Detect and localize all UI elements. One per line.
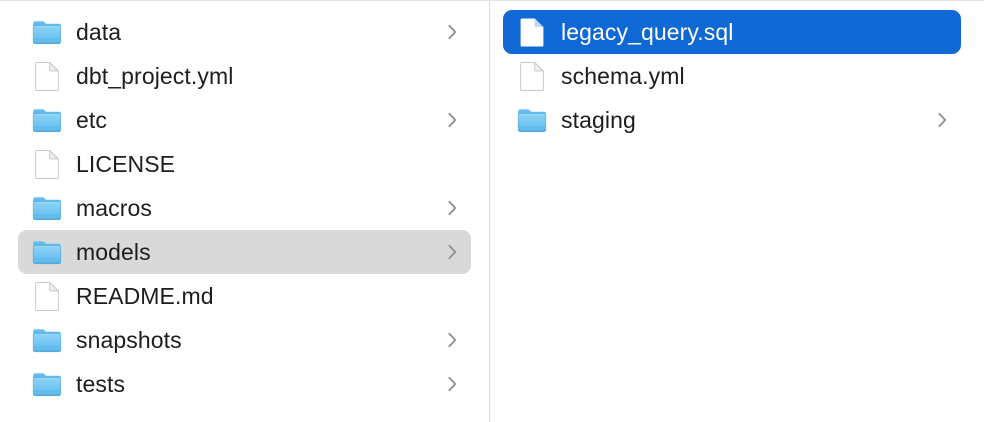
file-browser-column-child: legacy_query.sql schema.yml staging [490, 1, 983, 422]
file-list-item[interactable]: snapshots [18, 318, 471, 362]
file-list-item-label: tests [76, 371, 126, 397]
file-list-item-label: README.md [76, 283, 214, 309]
folder-icon [32, 370, 62, 398]
file-list-item-label: dbt_project.yml [76, 63, 234, 89]
file-list-item[interactable]: README.md [18, 274, 471, 318]
file-list-item[interactable]: data [18, 10, 471, 54]
file-list-item[interactable]: tests [18, 362, 471, 406]
chevron-right-icon [448, 244, 457, 260]
file-list-item-label: models [76, 239, 151, 265]
file-list-item[interactable]: macros [18, 186, 471, 230]
document-icon [32, 62, 62, 91]
file-list-item[interactable]: LICENSE [18, 142, 471, 186]
file-list-item[interactable]: models [18, 230, 471, 274]
file-list-item[interactable]: staging [503, 98, 961, 142]
folder-icon [32, 106, 62, 134]
file-list-item-label: staging [561, 107, 636, 133]
file-list-item[interactable]: legacy_query.sql [503, 10, 961, 54]
document-icon [517, 18, 547, 47]
file-list-item-label: etc [76, 107, 107, 133]
chevron-right-icon [448, 376, 457, 392]
document-icon [32, 150, 62, 179]
file-list-item-label: schema.yml [561, 63, 685, 89]
file-list-item-label: macros [76, 195, 153, 221]
file-list-item-label: LICENSE [76, 151, 176, 177]
chevron-right-icon [448, 24, 457, 40]
file-list-item-label: snapshots [76, 327, 182, 353]
folder-icon [32, 326, 62, 354]
file-list-item[interactable]: etc [18, 98, 471, 142]
file-list-item[interactable]: schema.yml [503, 54, 961, 98]
chevron-right-icon [448, 200, 457, 216]
chevron-right-icon [448, 112, 457, 128]
file-list-item[interactable]: dbt_project.yml [18, 54, 471, 98]
document-icon [517, 62, 547, 91]
file-list-item-label: legacy_query.sql [561, 19, 734, 45]
chevron-right-icon [448, 332, 457, 348]
folder-icon [517, 106, 547, 134]
folder-icon [32, 238, 62, 266]
folder-icon [32, 18, 62, 46]
file-list-item-label: data [76, 19, 122, 45]
chevron-right-icon [938, 112, 947, 128]
document-icon [32, 282, 62, 311]
folder-icon [32, 194, 62, 222]
